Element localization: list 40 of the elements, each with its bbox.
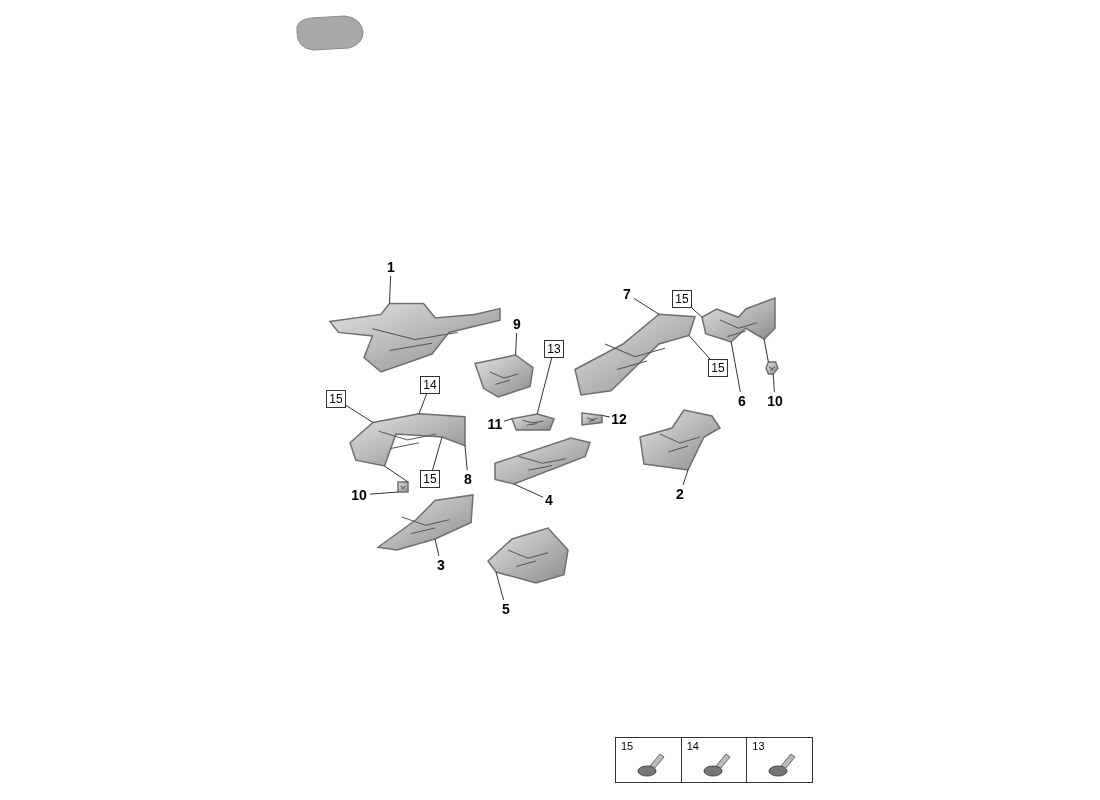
air-vent-drawing <box>475 355 533 397</box>
leader-line <box>384 465 409 483</box>
callout-number: 13 <box>544 340 564 358</box>
leader-line <box>503 418 513 422</box>
clip-drawing <box>766 362 778 374</box>
cover-drawing <box>488 528 568 583</box>
air-duct-drawing <box>495 438 590 484</box>
callout-number: 15 <box>708 359 728 377</box>
bracket-drawing <box>640 410 720 470</box>
leader-line <box>464 445 468 471</box>
leader-line <box>682 469 689 486</box>
leader-line <box>513 483 544 498</box>
leader-line <box>601 414 611 418</box>
callout-number: 15 <box>672 290 692 308</box>
callout-number: 14 <box>686 740 699 752</box>
leader-line <box>772 373 775 393</box>
leader-line <box>633 297 660 315</box>
air-duct-drawing <box>378 495 473 550</box>
callout-number: 14 <box>420 376 440 394</box>
leader-line <box>515 332 518 356</box>
callout-number: 15 <box>420 470 440 488</box>
leader-line <box>345 404 374 423</box>
leader-line <box>495 571 505 601</box>
callout-number: 15 <box>621 740 634 752</box>
clip-drawing <box>582 413 602 425</box>
air-duct-drawing <box>330 300 500 372</box>
bracket-drawing <box>512 414 554 430</box>
leader-line <box>763 338 769 363</box>
callout-number: 13 <box>752 740 765 752</box>
leader-line <box>434 538 440 557</box>
leader-line <box>432 436 443 471</box>
leader-line <box>688 335 711 360</box>
leader-line <box>369 491 399 495</box>
clip-drawing <box>398 482 408 492</box>
callout-number: 15 <box>326 390 346 408</box>
leader-line <box>730 341 741 393</box>
leader-line <box>418 393 428 415</box>
leader-line <box>389 275 392 305</box>
leader-line <box>691 307 703 318</box>
leader-line <box>536 357 553 415</box>
